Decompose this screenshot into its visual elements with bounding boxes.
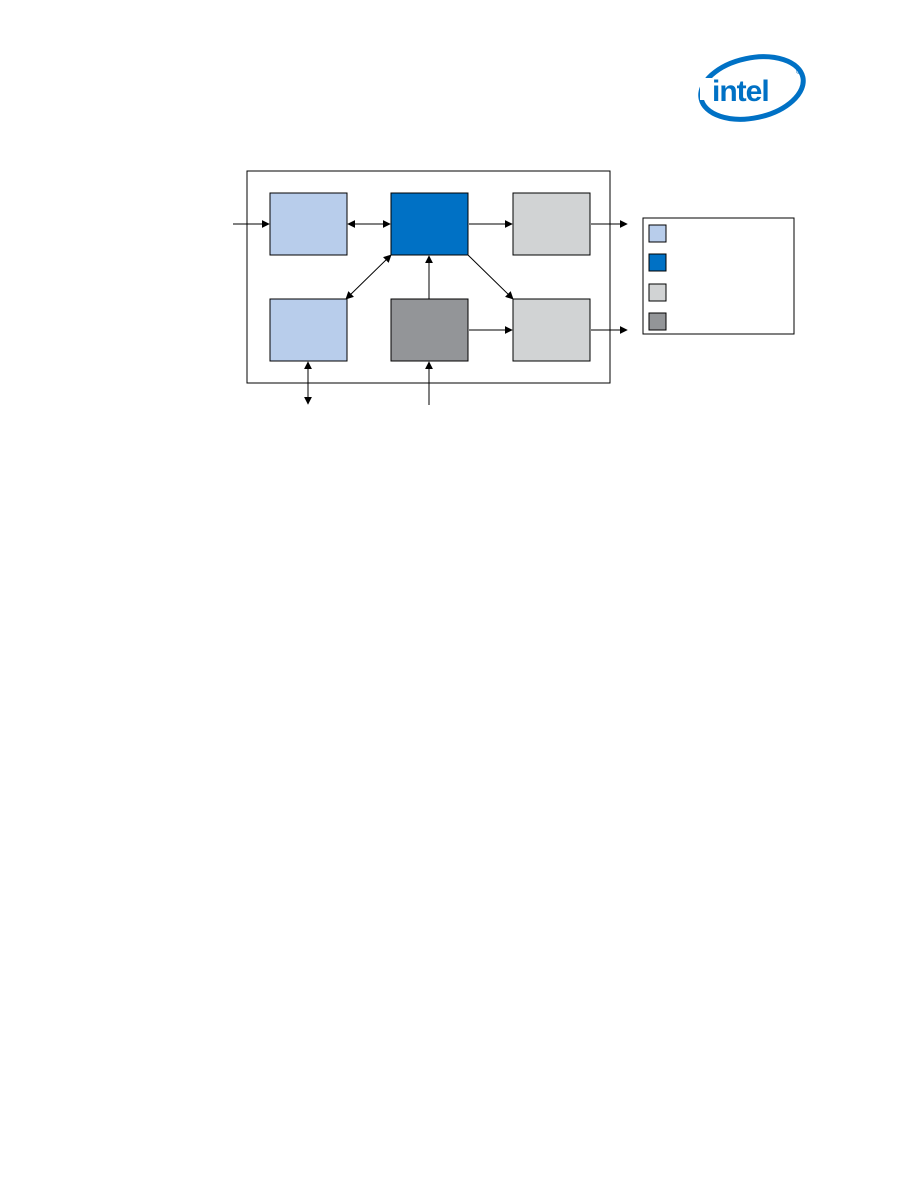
block-bottom-right xyxy=(512,298,591,362)
block-top-right xyxy=(512,192,591,256)
intel-logo: intel ® xyxy=(698,54,806,122)
block-top-center xyxy=(390,192,469,256)
legend-swatch-light-gray xyxy=(648,283,667,302)
legend-frame xyxy=(642,217,795,335)
block-bottom-center xyxy=(390,298,469,362)
block-bottom-left xyxy=(269,298,348,362)
arrow-bottom-left-top-center xyxy=(345,254,392,300)
arrow-top-center-to-bottom-right xyxy=(467,254,514,300)
legend-swatch-light-blue xyxy=(648,224,667,243)
legend xyxy=(642,217,795,335)
legend-swatch-dark-gray xyxy=(648,312,667,331)
logo-wordmark: intel xyxy=(712,75,769,108)
legend-swatch-intel-blue xyxy=(648,253,667,272)
block-top-left xyxy=(269,192,348,256)
logo-registered-mark: ® xyxy=(796,67,802,76)
